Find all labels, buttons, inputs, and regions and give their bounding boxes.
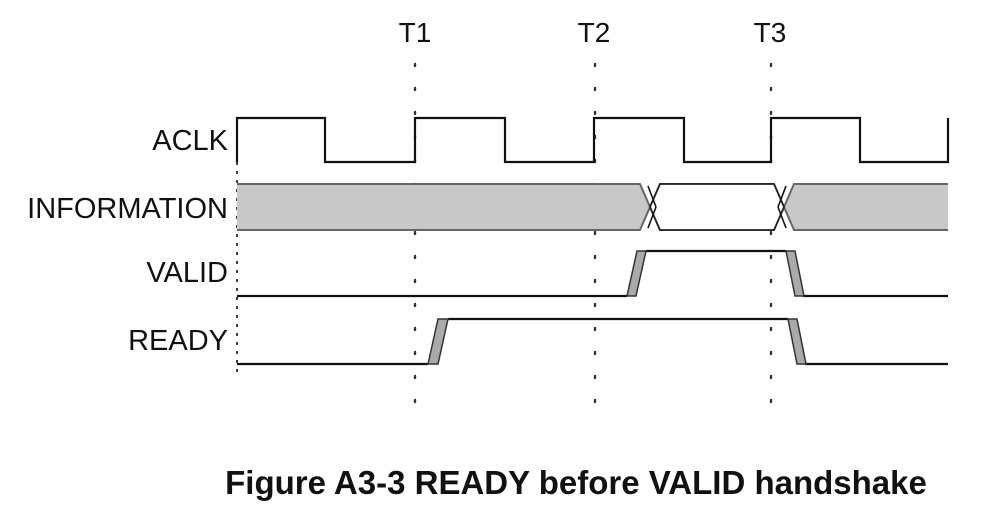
signal-label-ready: READY bbox=[128, 325, 228, 357]
signal-label-valid: VALID bbox=[146, 257, 228, 289]
information-bus-invalid-left bbox=[237, 184, 650, 230]
valid-rising-transition bbox=[626, 250, 647, 297]
aclk-waveform bbox=[235, 116, 950, 164]
ready-rising-transition bbox=[427, 318, 449, 365]
information-bus-valid-window bbox=[649, 183, 785, 231]
information-bus-invalid-right bbox=[784, 184, 948, 230]
information-bus bbox=[237, 183, 948, 231]
time-label-t3: T3 bbox=[754, 17, 787, 48]
ready-falling-transition bbox=[787, 318, 807, 365]
signal-label-information: INFORMATION bbox=[27, 193, 228, 225]
valid-falling-transition bbox=[785, 250, 805, 297]
figure-caption: Figure A3-3 READY before VALID handshake bbox=[225, 464, 927, 501]
signal-label-aclk: ACLK bbox=[152, 125, 228, 157]
time-label-t1: T1 bbox=[399, 17, 432, 48]
time-label-t2: T2 bbox=[578, 17, 611, 48]
